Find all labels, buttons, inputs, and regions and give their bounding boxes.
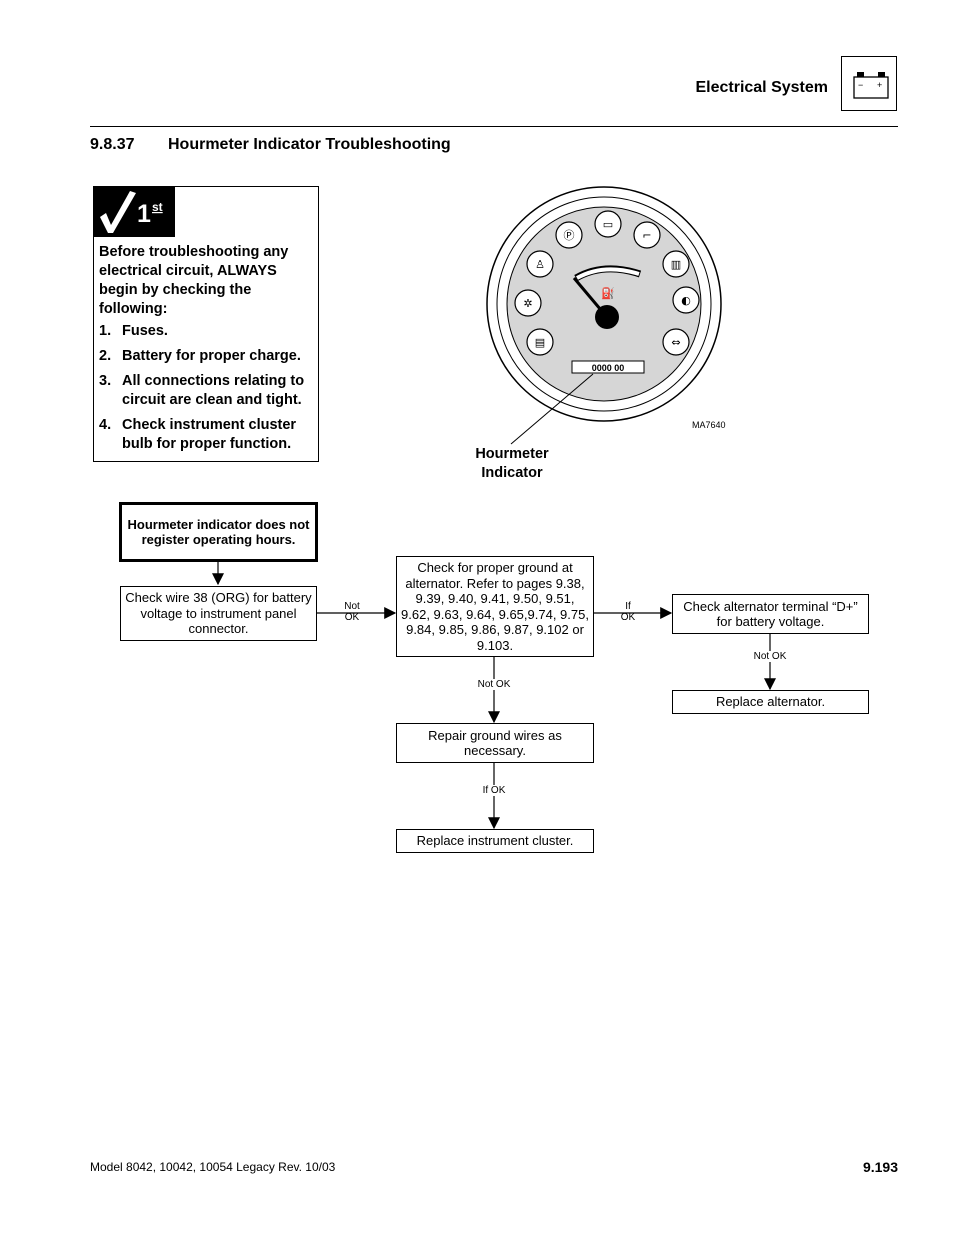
parking-brake-icon (555, 221, 583, 249)
svg-text:▥: ▥ (671, 258, 681, 271)
hourmeter-indicator-label: Hourmeter Indicator (475, 446, 549, 481)
turn-signal-icon (662, 328, 690, 356)
figure-code: MA7640 (692, 420, 726, 430)
seat-belt-icon (526, 250, 554, 278)
checkmark-icon (100, 191, 136, 233)
flow-label-not-ok: Not OK (745, 651, 795, 662)
svg-text:✲: ✲ (523, 297, 532, 310)
list-item: 1.Fuses. (99, 323, 168, 339)
glow-plug-icon (526, 328, 554, 356)
svg-text:▭: ▭ (603, 218, 613, 231)
flow-repair-ground-box: Repair ground wires as necessary. (396, 723, 594, 763)
section-title: Hourmeter Indicator Troubleshooting (168, 136, 451, 153)
instrument-cluster-illustration: Ⓟ ▭ ⌐ ♙ ▥ ✲ ◐ ▤ ⇔ ⛽ 0000 00 (486, 186, 722, 445)
check-first-badge: 1 st (94, 187, 175, 237)
svg-text:Ⓟ: Ⓟ (564, 229, 575, 242)
warning-lights (514, 210, 700, 356)
needle-hub (595, 305, 619, 329)
flow-label-not-ok: Not OK (344, 601, 360, 623)
battery-icon: − + (841, 56, 897, 111)
fuel-pump-icon: ⛽ (601, 287, 615, 300)
battery-warning-icon (594, 210, 622, 238)
section-header-title: Electrical System (695, 79, 828, 96)
svg-text:◐: ◐ (681, 294, 691, 307)
temperature-icon (514, 289, 542, 317)
badge-superscript: st (152, 200, 163, 214)
flow-check-ground-box: Check for proper ground at alternator. R… (396, 556, 594, 657)
hourmeter-value: 0000 00 (592, 363, 625, 373)
flow-label-if-ok: If OK (620, 601, 636, 623)
badge-number: 1 (137, 200, 151, 228)
check-first-box (93, 186, 319, 462)
flow-check-wire-box: Check wire 38 (ORG) for battery voltage … (120, 586, 317, 641)
flow-check-terminal-box: Check alternator terminal “D+” for batte… (672, 594, 869, 634)
flow-label-not-ok: Not OK (469, 679, 519, 690)
checklist-intro: Before troubleshooting any electrical ci… (99, 244, 289, 317)
flow-start-box: Hourmeter indicator does not register op… (119, 502, 318, 562)
list-item: 2.Battery for proper charge. (99, 348, 301, 364)
hourmeter-display (571, 360, 645, 374)
flow-label-if-ok: If OK (474, 785, 514, 796)
flow-replace-alternator-box: Replace alternator. (672, 690, 869, 714)
flow-replace-cluster-box: Replace instrument cluster. (396, 829, 594, 853)
oil-pressure-icon (633, 221, 661, 249)
battery-minus: − (858, 80, 863, 90)
page-number: 9.193 (862, 1159, 898, 1175)
headlight-icon (672, 286, 700, 314)
svg-text:▤: ▤ (535, 336, 545, 349)
svg-text:⇔: ⇔ (671, 336, 680, 349)
header-rule (90, 126, 898, 127)
svg-text:⌐: ⌐ (642, 229, 651, 242)
footer-model: Model 8042, 10042, 10054 Legacy Rev. 10/… (90, 1160, 336, 1174)
checklist-items: 1.Fuses. 2.Battery for proper charge. 3.… (99, 322, 319, 460)
list-item: 4.Check instrument cluster bulb for prop… (99, 417, 297, 452)
svg-text:♙: ♙ (535, 258, 545, 271)
battery-plus: + (877, 80, 882, 90)
section-number: 9.8.37 (90, 136, 135, 153)
fuel-filter-icon (662, 250, 690, 278)
list-item: 3.All connections relating to circuit ar… (99, 373, 305, 408)
